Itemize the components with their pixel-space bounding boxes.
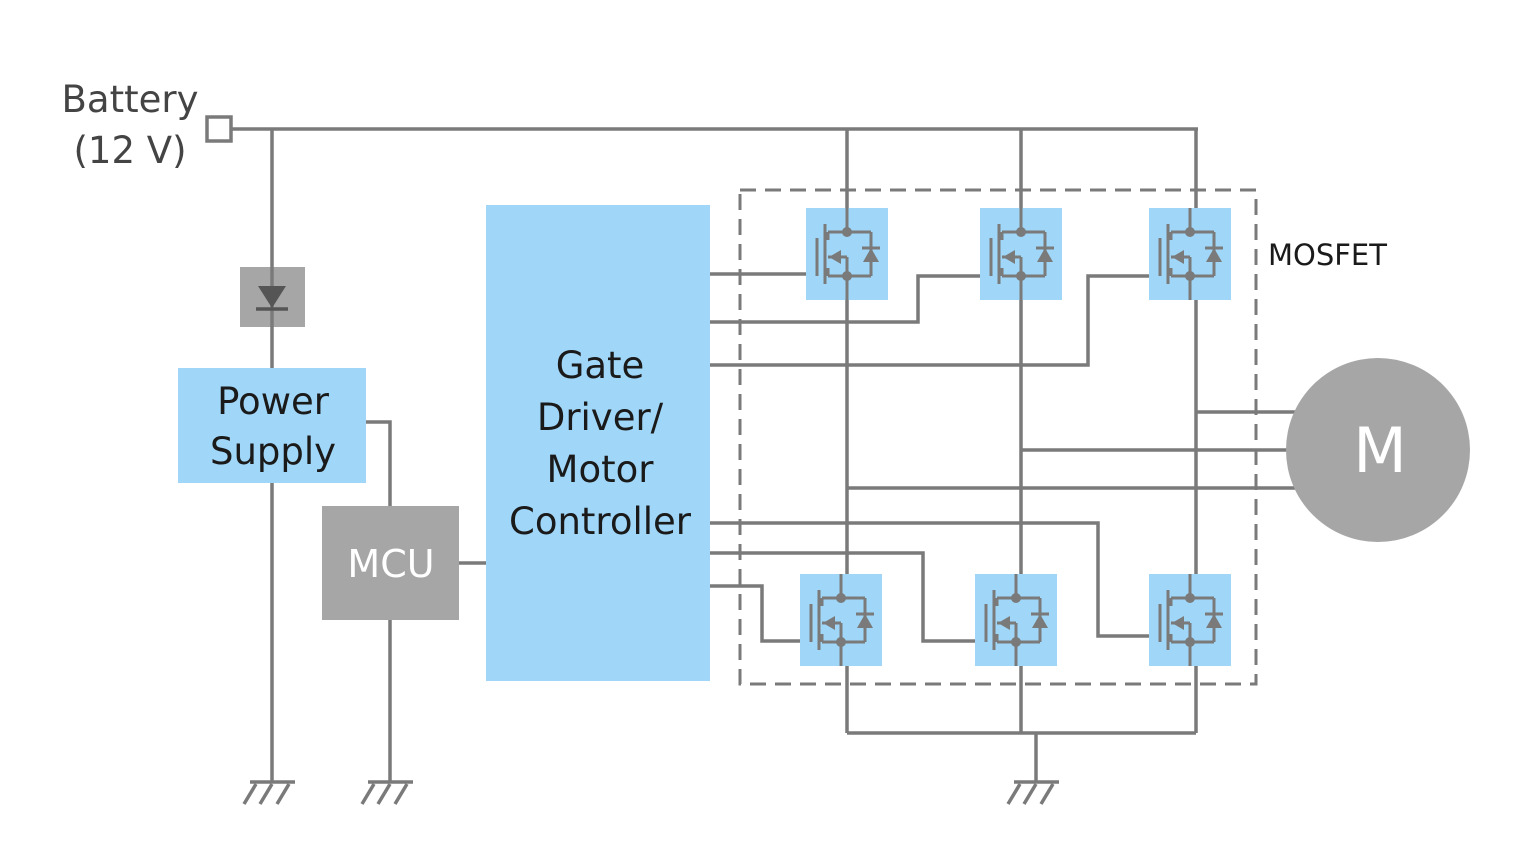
power-supply-label-line1: Power bbox=[217, 380, 330, 423]
gate-wire-low-c bbox=[709, 521, 1163, 638]
diode bbox=[240, 267, 305, 327]
motor: M bbox=[1286, 358, 1470, 542]
ground-icon bbox=[360, 780, 413, 805]
gate-driver-block: Gate Driver/ Motor Controller bbox=[486, 205, 710, 681]
mosfet-icons bbox=[798, 206, 1233, 668]
mosfet-group-border bbox=[738, 188, 1258, 686]
diode-icon bbox=[258, 286, 286, 308]
ground-symbols bbox=[242, 780, 1059, 805]
mcu-label: MCU bbox=[347, 542, 434, 586]
power-supply-label-line2: Supply bbox=[210, 430, 336, 473]
mosfet-icon bbox=[798, 572, 884, 668]
gate-wire-low-b bbox=[709, 551, 990, 643]
gate-driver-label-line4: Controller bbox=[509, 500, 692, 543]
mosfet-icon bbox=[1147, 206, 1233, 302]
mcu-block: MCU bbox=[322, 506, 459, 620]
mosfet-group-label: MOSFET bbox=[1268, 238, 1387, 272]
gate-driver-label-line3: Motor bbox=[547, 448, 655, 491]
battery-terminal bbox=[205, 115, 233, 143]
gate-driver-label-line2: Driver/ bbox=[537, 396, 664, 439]
mosfet-icon bbox=[1147, 572, 1233, 668]
ground-icon bbox=[1006, 780, 1059, 805]
power-supply-block: Power Supply bbox=[178, 368, 366, 483]
gate-driver-label-line1: Gate bbox=[556, 344, 645, 387]
battery-label-line1: Battery bbox=[62, 78, 199, 121]
motor-label: M bbox=[1353, 414, 1407, 487]
mosfet-icon bbox=[978, 206, 1064, 302]
mosfet-icon bbox=[973, 572, 1059, 668]
power-to-mcu-wire bbox=[366, 420, 392, 782]
gate-wire-low-a bbox=[709, 584, 818, 643]
gate-wire-high-c bbox=[709, 274, 1163, 367]
ground-icon bbox=[242, 780, 295, 805]
battery-label-line2: (12 V) bbox=[73, 129, 186, 172]
motor-icon bbox=[1286, 358, 1470, 542]
mosfet-icon bbox=[804, 206, 890, 302]
gate-wire-high-b bbox=[709, 274, 993, 324]
